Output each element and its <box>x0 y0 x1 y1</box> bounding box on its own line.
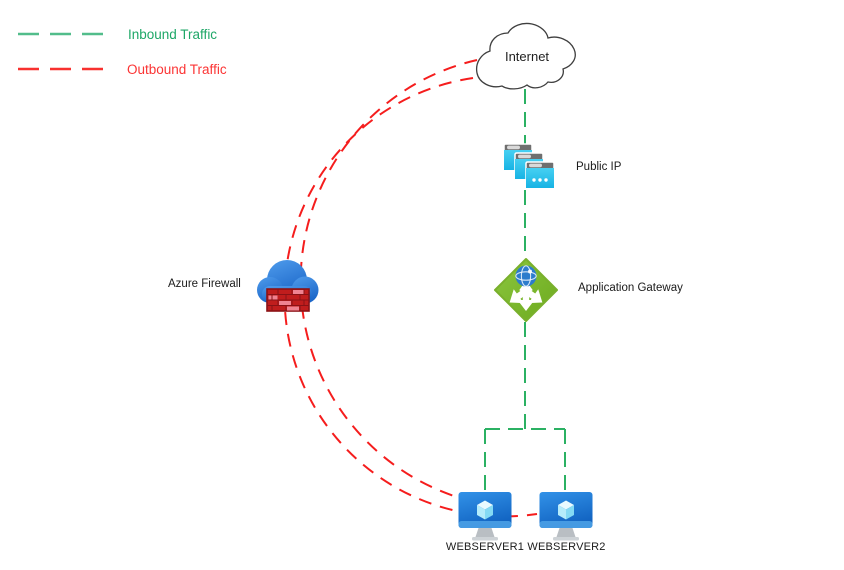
outbound-connector-webserver1 <box>299 59 478 498</box>
internet-node-label: Internet <box>504 49 550 64</box>
webserver2-vm-icon[interactable] <box>539 492 593 541</box>
public-ip-icon[interactable] <box>503 143 555 189</box>
internet-cloud-icon[interactable] <box>475 22 576 90</box>
brick-wall-icon <box>266 288 310 312</box>
azure-firewall-node-label: Azure Firewall <box>168 278 241 290</box>
inbound-traffic-connector <box>484 89 566 491</box>
application-gateway-icon[interactable] <box>494 258 558 322</box>
azure-firewall-icon[interactable] <box>257 260 319 312</box>
webserver2-node-label: WEBSERVER2 <box>527 541 606 553</box>
webserver1-vm-icon[interactable] <box>458 492 512 541</box>
outbound-connector-webserver2 <box>283 77 538 518</box>
webserver1-node-label: WEBSERVER1 <box>445 541 525 553</box>
legend-inbound-label: Inbound Traffic <box>128 27 218 42</box>
public-ip-node-label: Public IP <box>576 161 622 173</box>
globe-icon <box>515 265 537 287</box>
legend-outbound-label: Outbound Traffic <box>127 62 227 77</box>
app-gateway-node-label: Application Gateway <box>578 282 683 294</box>
